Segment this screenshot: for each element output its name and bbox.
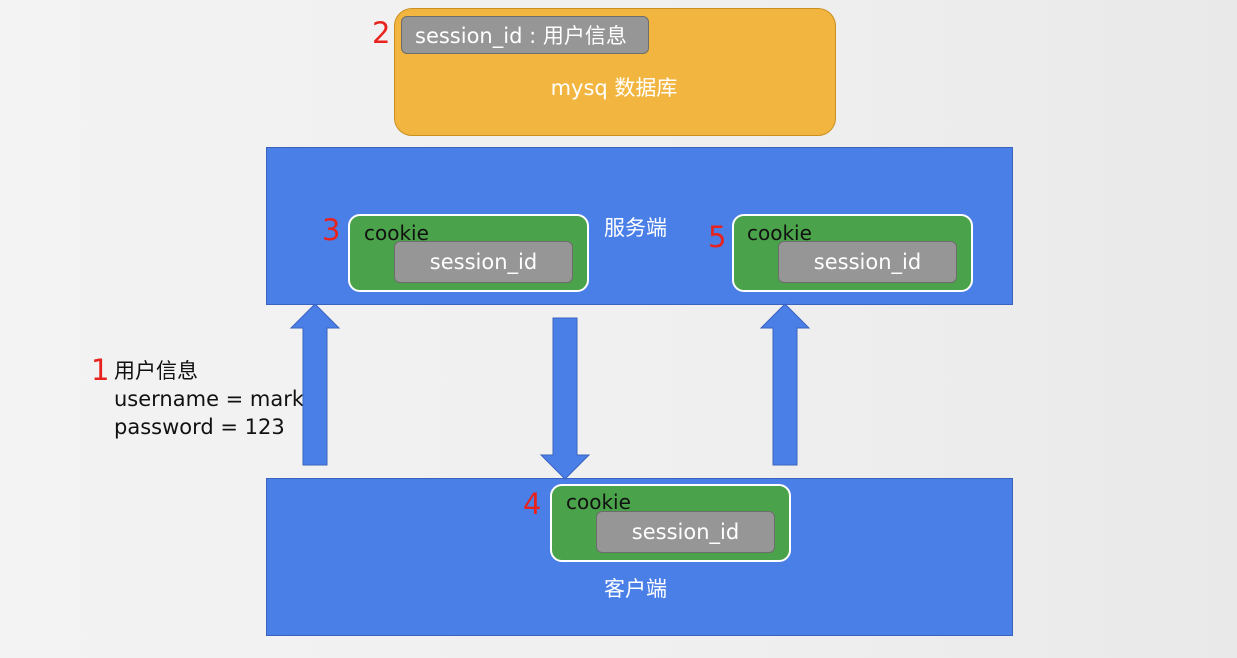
step-2-number: 2	[372, 16, 391, 50]
session-user-mapping: session_id : 用户信息	[401, 16, 649, 54]
step-5-number: 5	[708, 220, 727, 254]
arrow-up-client-to-server-left	[289, 303, 341, 466]
server-cookie-right-session-id: session_id	[778, 241, 957, 283]
step-4-number: 4	[523, 487, 542, 521]
server-cookie-left-session-id: session_id	[394, 241, 573, 283]
credentials-password: password = 123	[114, 415, 285, 439]
server-label: 服务端	[604, 216, 667, 240]
step-3-number: 3	[322, 213, 341, 247]
client-cookie-session-id: session_id	[596, 511, 775, 553]
client-label: 客户端	[604, 577, 667, 601]
database-label: mysq 数据库	[550, 76, 678, 100]
client-cookie-label: cookie	[566, 490, 631, 514]
credentials-title: 用户信息	[114, 359, 198, 383]
arrow-up-client-to-server-right	[759, 303, 811, 466]
credentials-note: 用户信息 username = mark password = 123	[114, 357, 304, 441]
arrow-down-server-to-client	[539, 317, 591, 480]
step-1-number: 1	[91, 353, 110, 387]
credentials-username: username = mark	[114, 387, 305, 411]
